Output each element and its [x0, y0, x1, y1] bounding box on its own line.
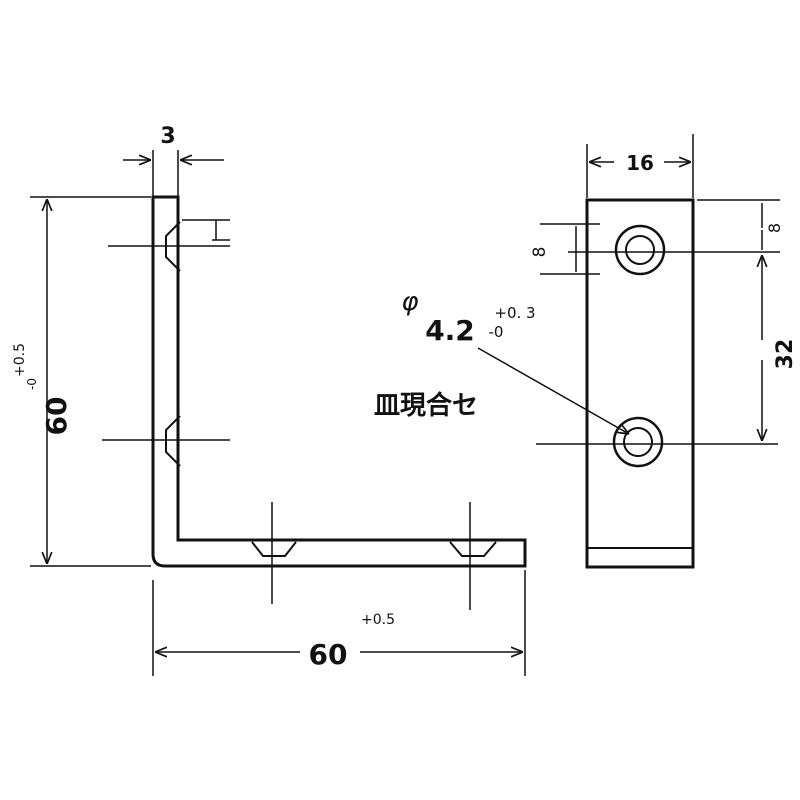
- edge-offset-right-label: 8: [765, 223, 784, 233]
- height-label: 60: [40, 397, 73, 436]
- plate-outline: [585, 198, 695, 569]
- hole-pitch-label: 32: [773, 339, 798, 370]
- hole-lower-inner: [623, 427, 653, 457]
- hole-diameter-label: 4.2: [425, 314, 475, 347]
- hole-upper-outer: [614, 224, 666, 276]
- height-tolerance: +0.5: [12, 343, 28, 377]
- countersink-mark-right: [449, 541, 497, 557]
- edge-offset-left-label: 8: [530, 247, 550, 258]
- thickness-label: 3: [160, 124, 175, 149]
- l-profile-outline: [151, 195, 527, 568]
- length-tolerance: +0.5: [361, 612, 395, 628]
- hole-tolerance-plus: +0. 3: [494, 304, 535, 322]
- hole-lower-outer: [612, 416, 664, 468]
- side-view: 3 60 +0.5 -0 60 +0.5: [12, 124, 527, 676]
- countersink-mark-left: [251, 541, 297, 557]
- hole-upper-inner: [625, 235, 655, 265]
- countersink-note: 皿現合セ: [374, 390, 478, 421]
- countersink-mark-lower: [165, 415, 181, 467]
- front-view: 16 8 8 32 φ 4.2 +0. 3 -0 皿現合セ: [374, 134, 798, 569]
- leader-line: [477, 347, 629, 434]
- hole-tolerance-minus: -0: [489, 323, 504, 341]
- height-tolerance-sub: -0: [25, 378, 39, 390]
- length-label: 60: [309, 638, 348, 671]
- width-label: 16: [626, 151, 654, 175]
- hole-diameter-symbol: φ: [401, 287, 418, 317]
